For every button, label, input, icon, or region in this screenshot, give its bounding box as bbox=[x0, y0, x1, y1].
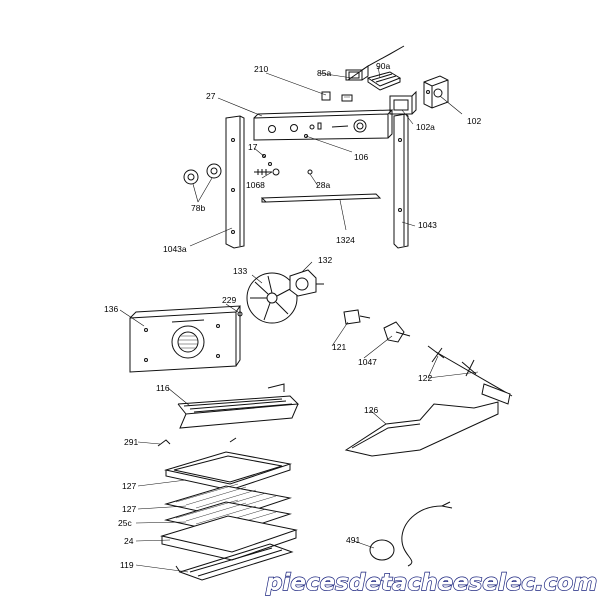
label-78b: 78b bbox=[191, 203, 205, 213]
label-127-upper: 127 bbox=[122, 481, 136, 491]
part-133-fan bbox=[246, 272, 298, 324]
part-27-control-panel bbox=[253, 109, 394, 141]
part-127-tray bbox=[164, 451, 292, 491]
label-119: 119 bbox=[120, 560, 134, 570]
label-229: 229 bbox=[222, 295, 236, 305]
label-291: 291 bbox=[124, 437, 138, 447]
part-121-drawing bbox=[343, 309, 371, 325]
part-132-fan-motor bbox=[289, 269, 324, 297]
label-491: 491 bbox=[346, 535, 360, 545]
part-labels: 210 85a 90a 102 102a 27 106 17 1068 28a … bbox=[104, 61, 481, 570]
part-17-1068-drawing bbox=[254, 154, 280, 176]
label-90a: 90a bbox=[376, 61, 390, 71]
part-28a-drawing bbox=[307, 169, 313, 175]
part-116-grill-element bbox=[177, 383, 300, 429]
label-1324: 1324 bbox=[336, 235, 355, 245]
part-119-bottom-element bbox=[175, 543, 294, 581]
label-210: 210 bbox=[254, 64, 268, 74]
label-126: 126 bbox=[364, 405, 378, 415]
label-122: 122 bbox=[418, 373, 432, 383]
label-136: 136 bbox=[104, 304, 118, 314]
label-24: 24 bbox=[124, 536, 134, 546]
label-17: 17 bbox=[248, 142, 258, 152]
label-102a: 102a bbox=[416, 122, 435, 132]
part-1043a-rail bbox=[225, 115, 245, 249]
label-133: 133 bbox=[233, 266, 247, 276]
label-127-lower: 127 bbox=[122, 504, 136, 514]
label-1047: 1047 bbox=[358, 357, 377, 367]
label-1043: 1043 bbox=[418, 220, 437, 230]
watermark-text: piecesdetacheeselec.com bbox=[265, 570, 597, 596]
part-90a-drawing bbox=[366, 71, 402, 91]
label-132: 132 bbox=[318, 255, 332, 265]
label-1068: 1068 bbox=[246, 180, 265, 190]
label-85a: 85a bbox=[317, 68, 331, 78]
part-1324-rod bbox=[260, 193, 382, 203]
label-28a: 28a bbox=[316, 180, 330, 190]
label-106: 106 bbox=[354, 152, 368, 162]
label-27: 27 bbox=[206, 91, 216, 101]
part-210-drawing bbox=[321, 91, 353, 102]
part-126-bottom-element bbox=[344, 401, 499, 457]
part-78b-knobs bbox=[183, 163, 222, 185]
label-25c: 25c bbox=[118, 518, 132, 528]
label-121: 121 bbox=[332, 342, 346, 352]
part-291-drawing bbox=[157, 437, 237, 447]
part-1043-rail bbox=[393, 113, 409, 249]
part-136-back-panel bbox=[129, 305, 241, 373]
part-102a-drawing bbox=[389, 90, 417, 115]
part-102-drawing bbox=[423, 75, 449, 109]
part-1047-drawing bbox=[383, 321, 411, 343]
leader-lines bbox=[119, 65, 479, 573]
part-85a-drawing bbox=[345, 45, 405, 81]
part-491-cable bbox=[369, 501, 453, 567]
label-102: 102 bbox=[467, 116, 481, 126]
part-122-rotisserie bbox=[427, 345, 513, 405]
label-1043a: 1043a bbox=[163, 244, 187, 254]
label-116: 116 bbox=[156, 383, 170, 393]
